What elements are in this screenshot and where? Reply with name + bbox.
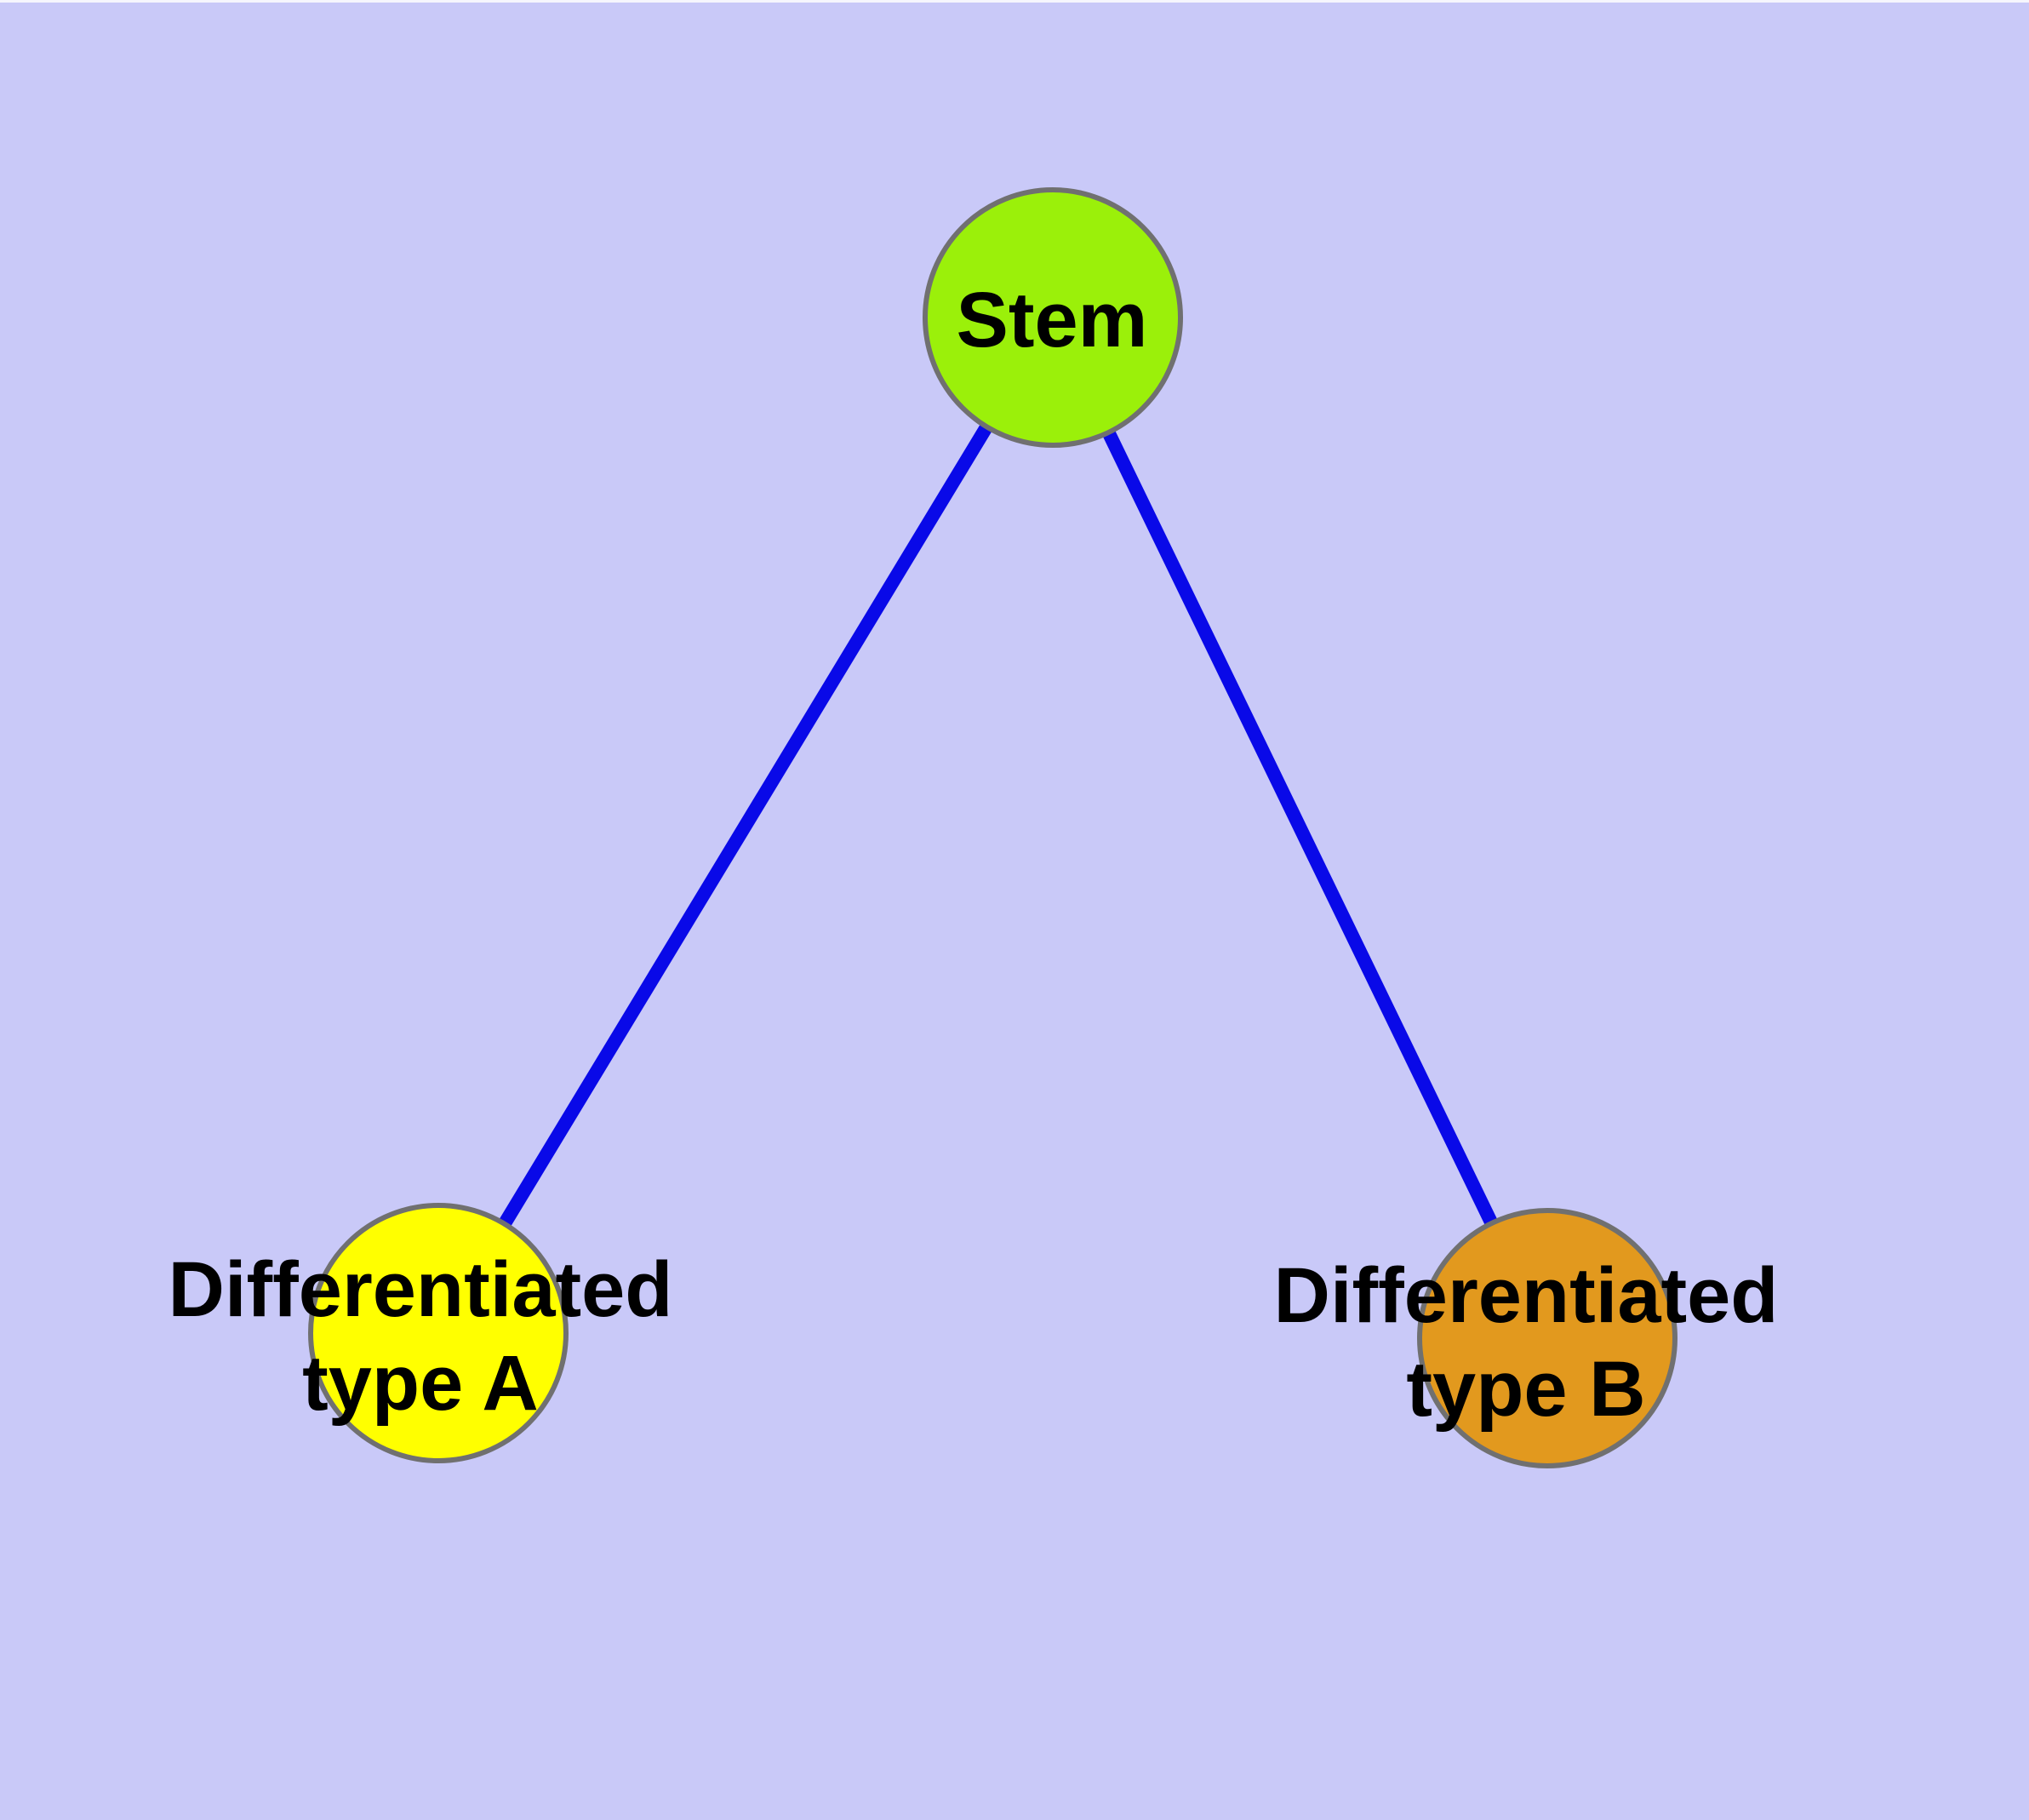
node-type-b-label-line2: type B xyxy=(1406,1346,1645,1433)
edge-stem-to-type-a xyxy=(432,313,1059,1337)
edge-stem-to-type-b xyxy=(1046,314,1554,1342)
node-differentiated-type-b[interactable] xyxy=(1417,1208,1677,1468)
node-stem[interactable] xyxy=(923,187,1183,448)
window-top-strip xyxy=(0,0,2029,3)
node-differentiated-type-a[interactable] xyxy=(308,1203,569,1463)
node-type-b-label-line1: Differentiated xyxy=(1274,1252,1779,1339)
node-type-a-label-line1: Differentiated xyxy=(169,1246,673,1333)
node-type-a-label-line2: type A xyxy=(302,1340,539,1427)
node-stem-label: Stem xyxy=(957,277,1148,363)
